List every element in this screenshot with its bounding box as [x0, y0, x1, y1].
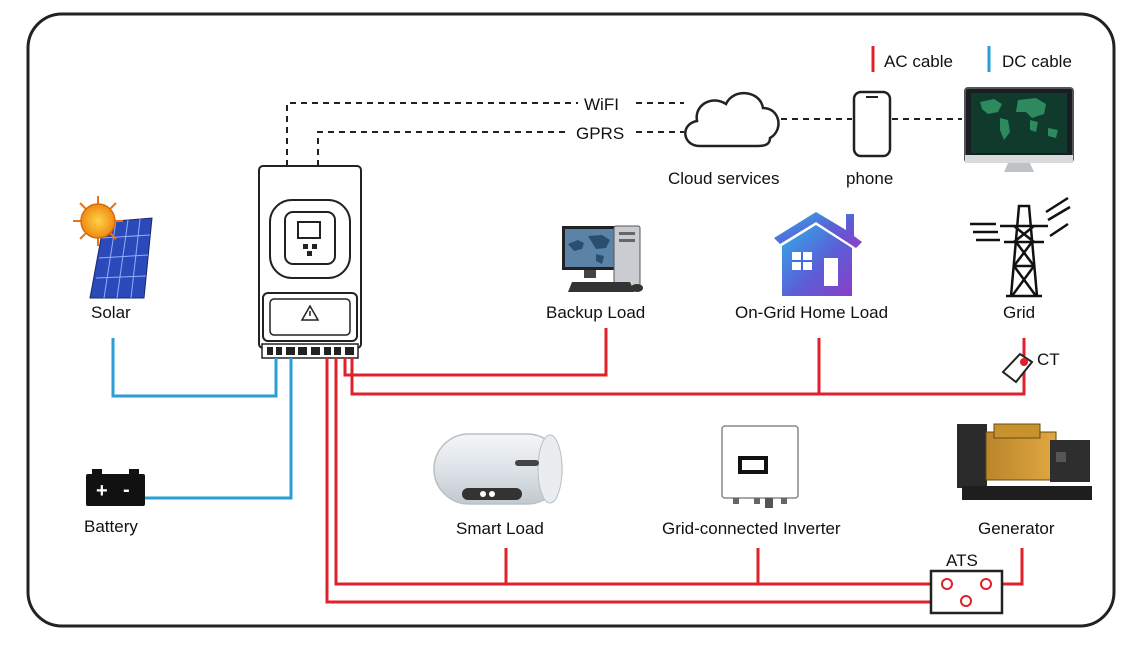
battery-icon: + -: [86, 469, 145, 506]
cloud-icon: [684, 92, 780, 148]
ats-switch-icon: [929, 569, 1004, 615]
ats-label: ATS: [946, 551, 978, 570]
string-inverter-icon: [721, 425, 799, 508]
gprs-label: GPRS: [576, 124, 624, 143]
comm-links: [286, 102, 962, 166]
ac-cables: [325, 328, 1026, 604]
backup-load-cable: [343, 328, 608, 377]
phone-label: phone: [846, 169, 893, 188]
home-load-label: On-Grid Home Load: [735, 303, 888, 322]
wifi-label: WiFI: [584, 95, 619, 114]
solar-panel-with-sun-icon: [73, 196, 153, 299]
backup-load-label: Backup Load: [546, 303, 645, 322]
smart-load-label: Smart Load: [456, 519, 544, 538]
smartphone-icon: [852, 90, 892, 158]
battery-dc-cable: [145, 358, 293, 500]
ct-label: CT: [1037, 350, 1060, 369]
outer-frame: [26, 12, 1116, 628]
battery-label: Battery: [84, 517, 138, 536]
legend-dc-label: DC cable: [1002, 52, 1072, 71]
gprs-link: [317, 131, 570, 166]
house-icon: [774, 212, 862, 296]
grid-cable: [350, 358, 1026, 396]
grid-label: Grid: [1003, 303, 1035, 322]
generator-label: Generator: [978, 519, 1055, 538]
legend-ac-label: AC cable: [884, 52, 953, 71]
smart-load-bus: [334, 358, 945, 586]
solar-dc-cable: [111, 338, 278, 398]
legend: AC cable DC cable: [871, 46, 1072, 72]
ats-output-cable: [325, 358, 962, 604]
transmission-tower-icon: [970, 196, 1071, 298]
cloud-services-label: Cloud services: [668, 169, 780, 188]
world-map-monitor-icon: [964, 87, 1074, 172]
wifi-link: [286, 102, 578, 166]
hybrid-inverter-icon: [258, 165, 362, 359]
solar-label: Solar: [91, 303, 131, 322]
desktop-computer-icon: [562, 225, 643, 292]
water-heater-icon: [433, 433, 563, 505]
current-transformer-clamp-icon: [1001, 352, 1034, 384]
dc-cables: [111, 338, 293, 500]
diesel-generator-icon: [957, 423, 1092, 500]
svg-text:+: +: [96, 480, 108, 502]
grid-inverter-label: Grid-connected Inverter: [662, 519, 841, 538]
svg-text:-: -: [123, 479, 130, 501]
